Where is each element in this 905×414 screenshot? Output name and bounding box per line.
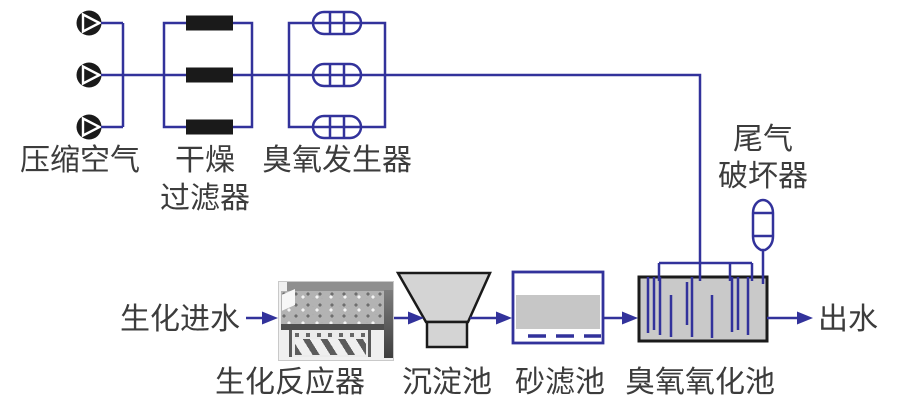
reactor-top-face: [286, 282, 393, 292]
label-ozone-tank: 臭氧氧化池: [625, 366, 775, 399]
flow-arrow-effluent: [767, 311, 813, 325]
label-bio-reactor: 生化反应器: [215, 366, 365, 399]
flow-arrow-reactor-to-settler: [393, 311, 424, 325]
label-sand-filter: 砂滤池: [515, 366, 605, 399]
label-tail-gas-line2: 破坏器: [718, 160, 808, 193]
ozone-feed-piping: [385, 73, 754, 281]
sand-filter-tank: [511, 270, 605, 345]
flow-arrow-influent: [246, 311, 278, 325]
label-effluent: 出水: [818, 303, 878, 336]
tank-diffuser-tubes: [646, 277, 750, 338]
sedimentation-tank: [395, 271, 492, 349]
tail-gas-destructor-vessel: [751, 198, 775, 284]
drying-filter: [162, 15, 254, 135]
filter-cartridge-bar: [186, 67, 233, 83]
reactor-media-speckle: [281, 290, 386, 325]
label-influent: 生化进水: [120, 303, 240, 336]
reactor-lower-panel: [289, 329, 372, 357]
compressor-pump-icon: [76, 114, 103, 140]
label-tail-gas-line1: 尾气: [733, 123, 793, 156]
label-compressed-air: 压缩空气: [20, 144, 140, 177]
reactor-ledge: [281, 324, 386, 330]
label-sedimentation-tank: 沉淀池: [402, 366, 492, 399]
label-drying-filter-line2: 过滤器: [160, 182, 250, 215]
ozone-generator: [287, 10, 387, 140]
filter-cartridge-bar: [186, 119, 233, 135]
bio-reactor-photo: [278, 281, 394, 361]
ozone-generator-cell: [311, 62, 363, 88]
pump-header-pipes: [101, 21, 164, 129]
label-drying-filter-line1: 干燥: [175, 144, 235, 177]
ozone-generator-cell: [311, 10, 363, 36]
flow-arrow-settler-to-sandfilter: [470, 311, 512, 325]
compressor-pump-icon: [76, 62, 103, 88]
reactor-side-face: [383, 289, 393, 359]
compressed-air-pumps: [76, 10, 164, 140]
filter-cartridge-bar: [186, 15, 233, 31]
label-ozone-generator: 臭氧发生器: [262, 144, 412, 177]
flow-arrow-sandfilter-to-ozonetank: [604, 311, 638, 325]
reactor-nozzle-dots: [295, 332, 366, 337]
ozone-generator-cell: [311, 114, 363, 140]
reactor-slats: [294, 339, 367, 355]
compressor-pump-icon: [76, 10, 103, 36]
